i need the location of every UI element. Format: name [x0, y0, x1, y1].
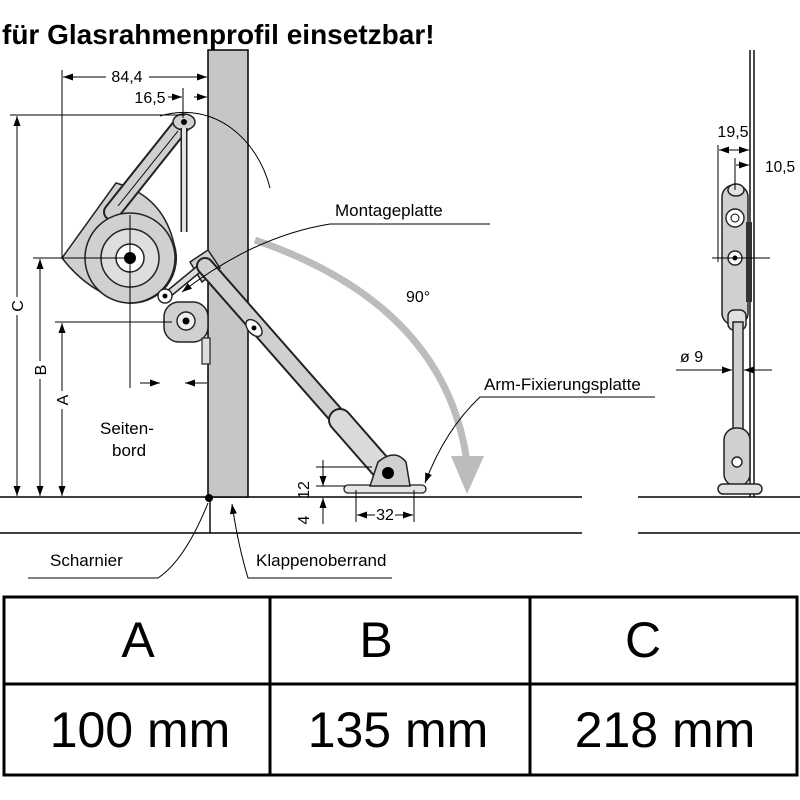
front-top-knob — [727, 183, 745, 197]
dimension-diameter: ø 9 — [680, 349, 703, 366]
page-title: für Glasrahmenprofil einsetzbar! — [2, 19, 435, 50]
table-border — [2, 595, 799, 777]
arm-fixing-plate-label: Arm-Fixierungsplatte — [484, 375, 641, 394]
side-board-label-line2: bord — [112, 441, 146, 460]
dimension-a: A — [55, 394, 72, 405]
arm-sleeve — [330, 410, 392, 478]
top-pivot-pin — [181, 119, 187, 125]
upper-arm — [105, 117, 189, 219]
dimension-16-5: 16,5 — [134, 90, 165, 107]
angle-label: 90° — [406, 289, 430, 306]
swing-arrow — [253, 236, 484, 494]
table-value-c: 218 mm — [575, 702, 756, 758]
dimension-19-5: 19,5 — [717, 124, 748, 141]
upper-arm-groove — [117, 130, 179, 207]
dimension-84-4: 84,4 — [111, 69, 142, 86]
hinge-dot — [205, 494, 213, 502]
hinge-leader — [28, 502, 209, 579]
flap-stay-mechanism — [61, 113, 427, 494]
flap-edge-label: Klappenoberrand — [256, 551, 386, 570]
arm-fixing-pin — [382, 467, 394, 479]
front-foot-plate — [717, 483, 763, 495]
dim-32-label-bg — [375, 506, 395, 522]
dimension-b: B — [33, 365, 50, 376]
front-upper-pivot-inner — [730, 213, 740, 223]
table-value-b: 135 mm — [308, 702, 489, 758]
front-pulley-side — [746, 222, 752, 302]
dimension-table: A B C 100 mm 135 mm 218 mm — [2, 595, 799, 777]
dim-b-label-bg — [31, 361, 49, 379]
dimension-10-5: 10,5 — [765, 159, 795, 176]
arm-pivot-pin — [251, 325, 257, 331]
arm-swing-arc — [159, 111, 271, 189]
mounting-plate-label: Montageplatte — [335, 201, 443, 220]
side-board-label-line1: Seiten- — [100, 419, 154, 438]
dimension-32: 32 — [376, 507, 394, 524]
front-view-mechanism — [712, 183, 770, 495]
table-value-a: 100 mm — [50, 702, 231, 758]
swing-arrow-arc — [253, 236, 471, 463]
arm-fixing-plate-leader — [424, 396, 655, 484]
lower-bracket-tab — [201, 337, 211, 365]
front-rod — [732, 321, 744, 433]
flap-edge-leader — [229, 503, 392, 579]
dimension-12: 12 — [296, 481, 313, 499]
table-header-c: C — [625, 612, 661, 668]
dim-c-label-bg — [8, 297, 26, 315]
mounting-plate-leader — [181, 223, 490, 293]
front-lower-pin — [731, 456, 743, 468]
table-header-b: B — [359, 612, 392, 668]
dimension-c: C — [10, 300, 27, 312]
screw-center — [162, 293, 168, 299]
table-header-a: A — [121, 612, 155, 668]
dimension-4: 4 — [296, 515, 313, 524]
swing-arrow-head — [451, 456, 484, 494]
dim-a-label-bg — [53, 391, 71, 409]
lower-bracket-bolt-center — [182, 317, 190, 325]
dimensions-front-view — [676, 145, 772, 374]
hinge-label: Scharnier — [50, 551, 123, 570]
front-upper-pivot — [725, 208, 745, 228]
link — [164, 266, 202, 298]
